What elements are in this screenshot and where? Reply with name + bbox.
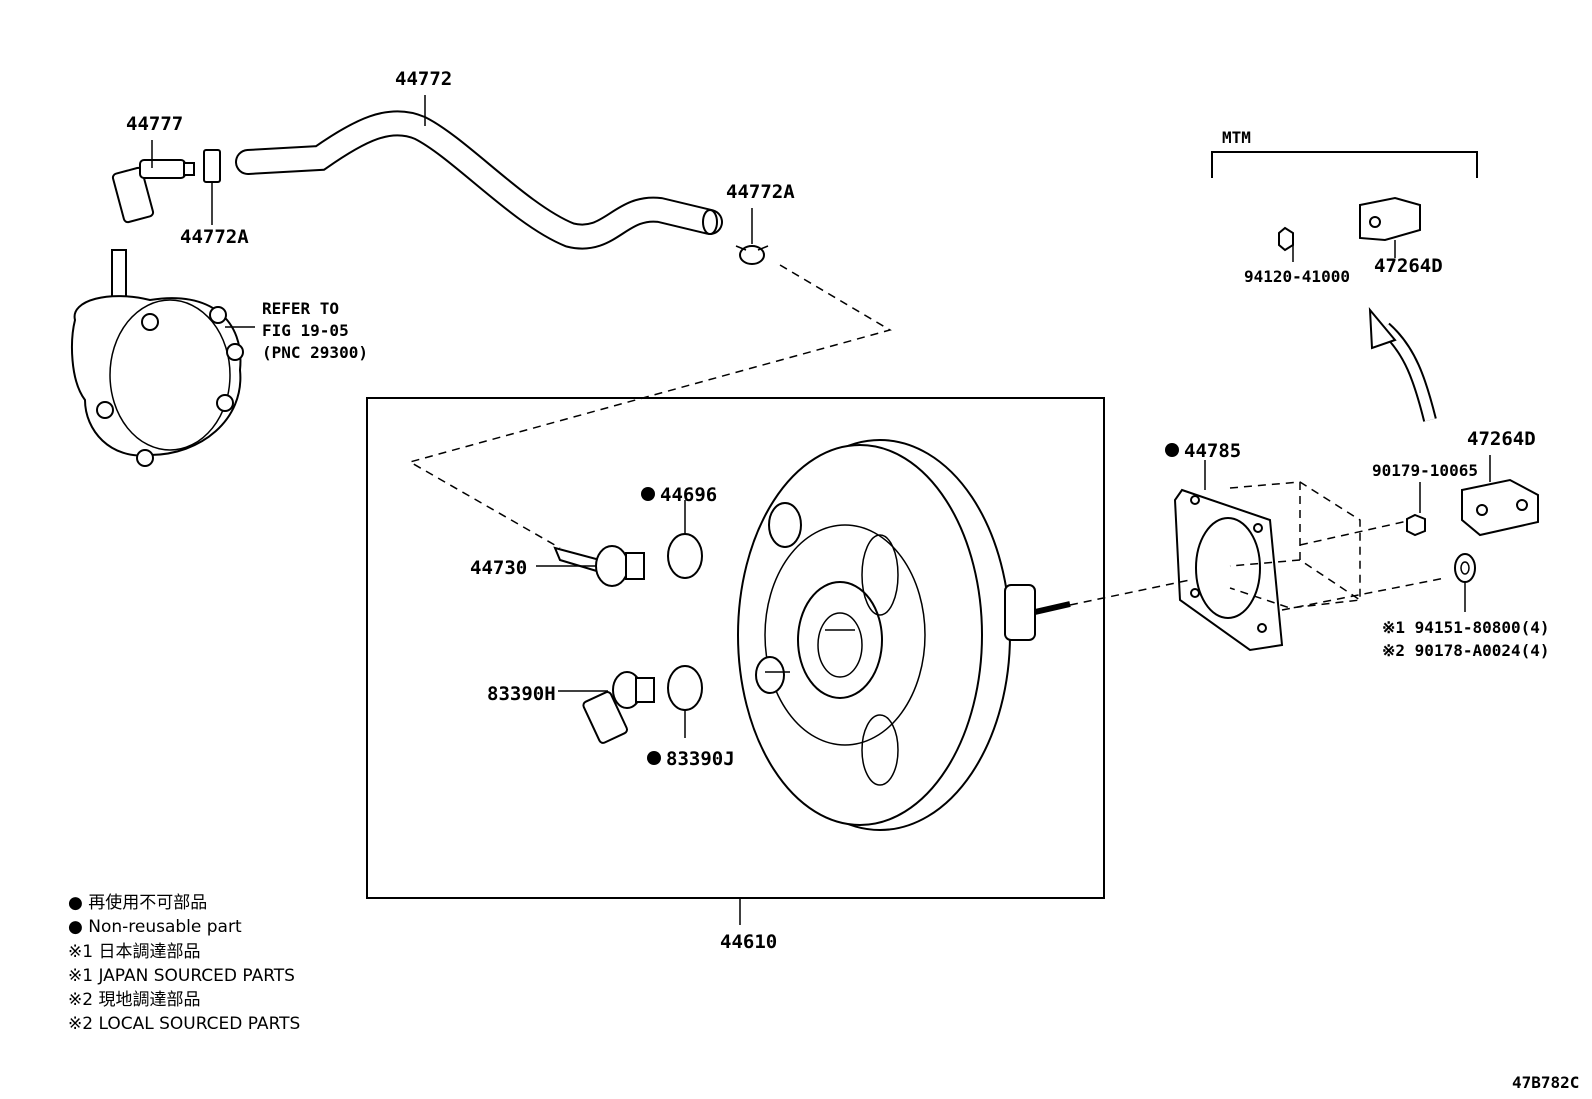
label-mtm: MTM xyxy=(1222,128,1251,147)
flange-nut-icon xyxy=(1454,553,1476,612)
legend-japan-en: ※1 JAPAN SOURCED PARTS xyxy=(68,966,295,986)
mounting-outline xyxy=(1069,481,1446,611)
hose-clip-icon xyxy=(203,149,221,225)
label-44785: 44785 xyxy=(1184,440,1241,462)
legend-nonreusable-jp: ● 再使用不可部品 xyxy=(68,892,207,913)
label-83390j: 83390J xyxy=(666,748,735,770)
refer-line-3: (PNC 29300) xyxy=(262,343,368,362)
label-94120: 94120-41000 xyxy=(1244,267,1350,286)
legend-japan-jp: ※1 日本調達部品 xyxy=(68,942,200,962)
diagram-code: 47B782C xyxy=(1512,1073,1579,1092)
booster-check-valve-icon xyxy=(536,545,645,587)
gasket-icon xyxy=(1173,460,1284,652)
legend-nonreusable-en: ● Non-reusable part xyxy=(68,917,242,937)
mtm-bracket-group xyxy=(1211,151,1478,262)
label-90178: ※2 90178-A0024(4) xyxy=(1382,641,1550,660)
label-44610: 44610 xyxy=(720,931,777,953)
bracket-icon xyxy=(1461,455,1539,537)
label-44696: 44696 xyxy=(660,484,717,506)
vacuum-pump-icon xyxy=(71,249,255,467)
nonreusable-dot-icon xyxy=(1165,443,1179,457)
hose-clamp-icon xyxy=(735,208,769,265)
routing-line xyxy=(408,264,892,549)
label-44772a-right: 44772A xyxy=(726,181,795,203)
label-90179: 90179-10065 xyxy=(1372,461,1478,480)
label-44772a-left: 44772A xyxy=(180,226,249,248)
label-83390h: 83390H xyxy=(487,683,556,705)
nonreusable-dot-icon xyxy=(647,751,661,765)
brake-booster-icon xyxy=(737,439,1071,831)
vacuum-hose xyxy=(235,95,723,250)
refer-line-1: REFER TO xyxy=(262,299,339,318)
legend-local-en: ※2 LOCAL SOURCED PARTS xyxy=(68,1014,300,1034)
sensor-grommet-icon xyxy=(667,665,703,738)
nonreusable-dot-icon xyxy=(641,487,655,501)
legend-local-jp: ※2 現地調達部品 xyxy=(68,990,200,1010)
label-94151: ※1 94151-80800(4) xyxy=(1382,618,1550,637)
label-44772: 44772 xyxy=(395,68,452,90)
arrow-up-icon xyxy=(1368,307,1437,422)
label-44730: 44730 xyxy=(470,557,527,579)
label-47264d-right: 47264D xyxy=(1467,428,1536,450)
grommet-icon xyxy=(667,500,703,579)
label-44777: 44777 xyxy=(126,113,183,135)
pressure-sensor-icon xyxy=(558,671,655,744)
label-47264d-top: 47264D xyxy=(1374,255,1443,277)
refer-line-2: FIG 19-05 xyxy=(262,321,349,340)
nut-icon xyxy=(1406,482,1426,537)
assembly-frame xyxy=(366,397,1105,899)
check-valve-icon xyxy=(111,140,195,224)
